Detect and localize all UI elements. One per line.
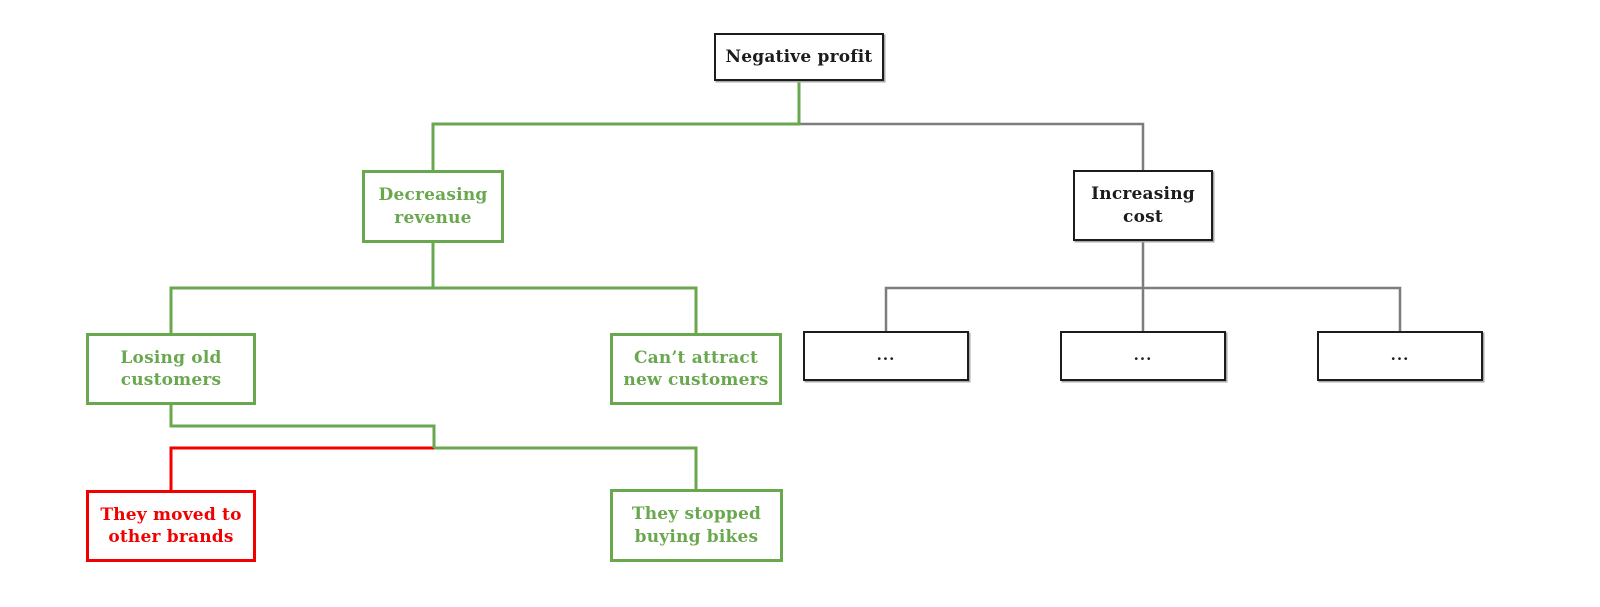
node-cost-item-2: ... — [1060, 331, 1226, 381]
node-decreasing-revenue-label: Decreasing revenue — [378, 185, 488, 228]
edge-losing-old-z-link — [169, 405, 436, 448]
node-losing-old-customers: Losing old customers — [86, 333, 256, 405]
node-losing-old-customers-label: Losing old customers — [120, 347, 222, 390]
edge-cost-items-junction — [884, 286, 1402, 332]
edge-to-stopped-buying-bikes — [434, 446, 698, 491]
node-cant-attract-new-customers-label: Can’t attract new customers — [623, 347, 769, 390]
node-cost-item-3: ... — [1317, 331, 1483, 381]
node-moved-to-other-brands-label: They moved to other brands — [100, 504, 242, 547]
node-increasing-cost-label: Increasing cost — [1091, 184, 1195, 227]
node-negative-profit-label: Negative profit — [725, 46, 873, 67]
node-stopped-buying-bikes-label: They stopped buying bikes — [631, 504, 762, 547]
node-cost-item-2-label: ... — [1133, 346, 1153, 365]
node-cost-item-3-label: ... — [1390, 346, 1410, 365]
node-cost-item-1-label: ... — [876, 346, 896, 365]
edge-root-to-decreasing-revenue — [431, 81, 801, 170]
node-cost-item-1: ... — [803, 331, 969, 381]
node-decreasing-revenue: Decreasing revenue — [362, 170, 504, 243]
node-cant-attract-new-customers: Can’t attract new customers — [610, 333, 782, 405]
edge-to-moved-to-other-brands — [169, 446, 435, 492]
node-stopped-buying-bikes: They stopped buying bikes — [610, 489, 783, 562]
edge-revenue-children-junction — [169, 286, 698, 334]
edge-root-to-increasing-cost — [799, 122, 1145, 170]
node-moved-to-other-brands: They moved to other brands — [86, 490, 256, 562]
node-increasing-cost: Increasing cost — [1073, 170, 1213, 241]
node-negative-profit: Negative profit — [714, 33, 884, 81]
